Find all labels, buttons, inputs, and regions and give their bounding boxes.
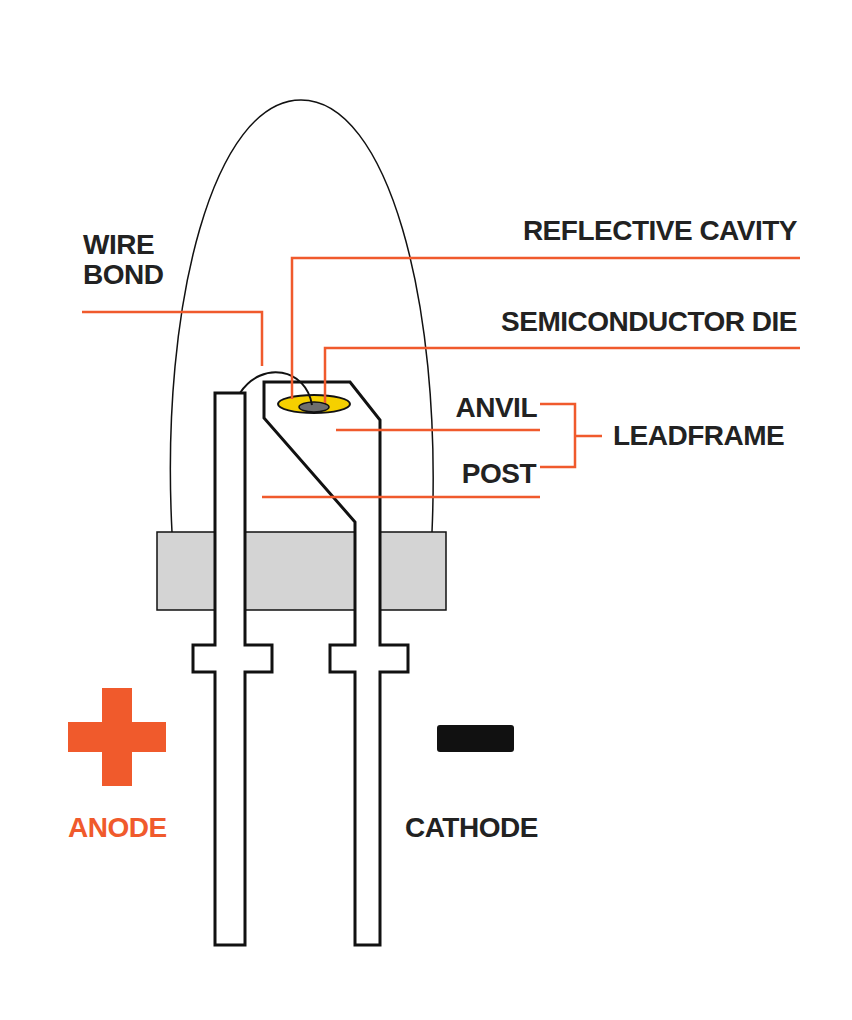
base-flange: [157, 532, 446, 610]
leader-lines: [82, 258, 800, 497]
leader-line: [292, 258, 800, 399]
plus-bar: [102, 688, 132, 786]
reflective-cavity: [278, 395, 350, 413]
leader-line: [336, 429, 540, 432]
part-label: WIRE BOND: [83, 230, 193, 290]
minus-symbol: [437, 725, 514, 752]
bracket: [540, 404, 602, 467]
anvil-lead: [264, 382, 408, 945]
leader-line: [262, 496, 540, 499]
part-label: SEMICONDUCTOR DIE: [501, 307, 797, 337]
leader-line: [325, 348, 800, 403]
part-label: ANVIL: [456, 393, 538, 423]
part-label: LEADFRAME: [613, 421, 784, 451]
plus-symbol: [68, 688, 166, 786]
part-label: POST: [462, 459, 536, 489]
part-label: REFLECTIVE CAVITY: [523, 216, 797, 246]
wire-bond: [240, 372, 312, 405]
part-label: CATHODE: [405, 813, 538, 843]
semiconductor-die: [299, 402, 329, 412]
leader-line: [82, 312, 262, 366]
post-lead: [193, 393, 272, 945]
epoxy-lens: [170, 100, 433, 532]
part-label: ANODE: [68, 813, 167, 843]
